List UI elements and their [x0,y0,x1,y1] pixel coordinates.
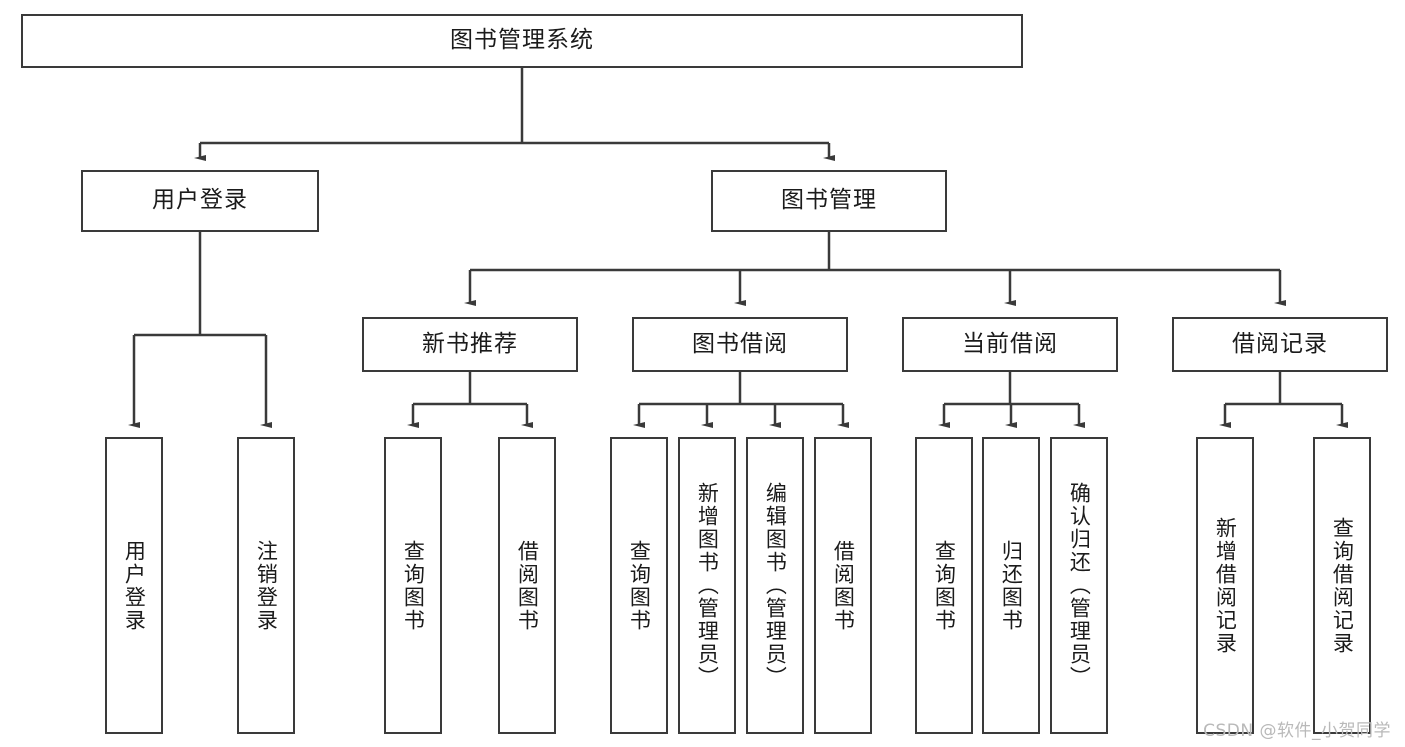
node-label: 确认归还（管理员） [1067,482,1092,689]
node-label: 借阅图书 [831,539,856,632]
node-new-book-recommend[interactable]: 新书推荐 [362,317,578,372]
node-label: 图书管理系统 [450,27,594,54]
watermark-text: CSDN @软件_小贺同学 [1203,721,1391,741]
node-label: 查询借阅记录 [1330,516,1355,655]
node-current-borrow[interactable]: 当前借阅 [902,317,1118,372]
node-label: 借阅记录 [1232,330,1328,357]
node-label: 新书推荐 [422,330,518,357]
node-book-borrow[interactable]: 图书借阅 [632,317,848,372]
leaf-new-book-borrow[interactable]: 借阅图书 [498,437,556,734]
leaf-current-query-book[interactable]: 查询图书 [915,437,973,734]
leaf-user-login[interactable]: 用户登录 [105,437,163,734]
node-label: 查询图书 [627,539,652,632]
node-label: 编辑图书（管理员） [763,482,788,689]
node-label: 图书借阅 [692,330,788,357]
node-root-system[interactable]: 图书管理系统 [21,14,1023,68]
node-label: 归还图书 [999,539,1024,632]
leaf-borrow-query-book[interactable]: 查询图书 [610,437,668,734]
node-label: 新增借阅记录 [1213,516,1238,655]
node-borrow-record[interactable]: 借阅记录 [1172,317,1388,372]
node-label: 当前借阅 [962,330,1058,357]
node-label: 查询图书 [932,539,957,632]
leaf-record-query[interactable]: 查询借阅记录 [1313,437,1371,734]
leaf-record-add[interactable]: 新增借阅记录 [1196,437,1254,734]
leaf-current-return-book[interactable]: 归还图书 [982,437,1040,734]
node-book-management[interactable]: 图书管理 [711,170,947,232]
leaf-borrow-edit-book[interactable]: 编辑图书（管理员） [746,437,804,734]
leaf-borrow-borrow-book[interactable]: 借阅图书 [814,437,872,734]
node-label: 借阅图书 [515,539,540,632]
node-label: 用户登录 [152,187,248,214]
node-user-login[interactable]: 用户登录 [81,170,319,232]
node-label: 查询图书 [401,539,426,632]
node-label: 图书管理 [781,187,877,214]
node-label: 注销登录 [254,539,279,632]
leaf-new-book-query[interactable]: 查询图书 [384,437,442,734]
node-label: 新增图书（管理员） [695,482,720,689]
node-label: 用户登录 [122,539,147,632]
leaf-current-confirm-return[interactable]: 确认归还（管理员） [1050,437,1108,734]
leaf-logout-login[interactable]: 注销登录 [237,437,295,734]
leaf-borrow-add-book[interactable]: 新增图书（管理员） [678,437,736,734]
